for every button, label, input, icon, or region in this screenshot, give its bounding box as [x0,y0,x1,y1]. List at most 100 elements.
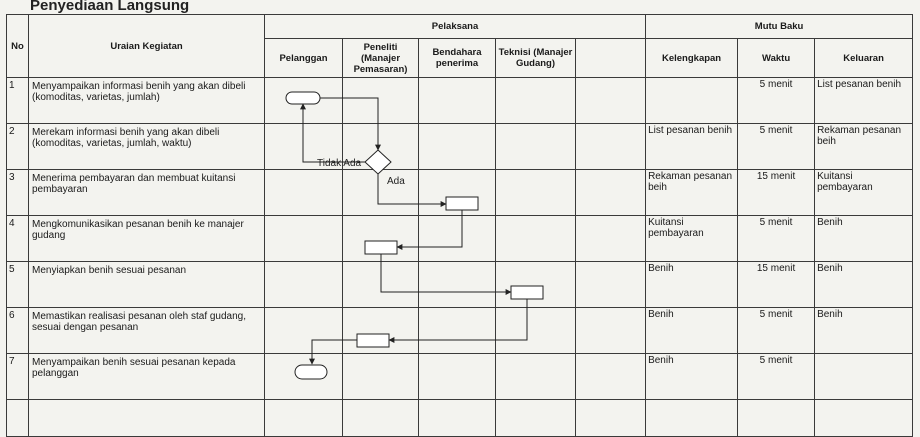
document-title: Penyediaan Langsung [30,0,190,14]
empty-cell [342,399,419,437]
lane-pelanggan [264,261,343,308]
row-keluaran: Benih [814,307,914,354]
lane-peneliti [342,261,419,308]
lane-blank [574,261,647,308]
row-no: 6 [6,307,29,354]
row-uraian: Memastikan realisasi pesanan oleh staf g… [28,307,265,354]
row-keluaran: Kuitansi pembayaran [814,169,914,216]
row-uraian: Merekam informasi benih yang akan dibeli… [28,123,265,170]
row-kelengkapan [645,77,739,124]
lane-peneliti [342,307,419,354]
lane-teknisi [495,123,576,170]
row-waktu: 5 menit [737,353,816,400]
header-row-2: Pelanggan Peneliti (Manajer Pemasaran) B… [7,38,914,78]
row-uraian: Menerima pembayaran dan membuat kuitansi… [28,169,265,216]
lane-bendahara [418,353,496,400]
row-keluaran: Rekaman pesanan beih [814,123,914,170]
header-peneliti: Peneliti (Manajer Pemasaran) [342,38,419,78]
lane-teknisi [495,215,576,262]
row-kelengkapan: Rekaman pesanan beih [645,169,739,216]
header-row-1: No Uraian Kegiatan Pelaksana Mutu Baku [6,14,914,78]
row-waktu: 5 menit [737,215,816,262]
empty-cell [737,399,816,437]
header-uraian: Uraian Kegiatan [28,14,265,78]
lane-peneliti [342,215,419,262]
lane-teknisi [495,261,576,308]
header-no: No [6,14,29,78]
row-kelengkapan: List pesanan benih [645,123,739,170]
lane-peneliti [342,353,419,400]
empty-cell [495,399,576,437]
lane-peneliti [342,123,419,170]
table-row-empty [6,399,914,437]
row-no: 2 [6,123,29,170]
row-no: 7 [6,353,29,400]
lane-teknisi [495,307,576,354]
header-pelanggan: Pelanggan [264,38,343,78]
row-kelengkapan: Benih [645,353,739,400]
row-waktu: 15 menit [737,261,816,308]
row-no: 4 [6,215,29,262]
row-uraian: Menyampaikan informasi benih yang akan d… [28,77,265,124]
lane-peneliti [342,169,419,216]
lane-bendahara [418,123,496,170]
header-teknisi: Teknisi (Manajer Gudang) [495,38,576,78]
lane-blank [574,353,647,400]
row-keluaran [814,353,914,400]
row-kelengkapan: Benih [645,307,739,354]
header-pelaksana: Pelaksana [263,14,647,39]
header-mutu-baku: Mutu Baku [645,14,914,39]
row-kelengkapan: Kuitansi pembayaran [645,215,739,262]
row-uraian: Menyampaikan benih sesuai pesanan kepada… [28,353,265,400]
row-uraian: Menyiapkan benih sesuai pesanan [28,261,265,308]
row-kelengkapan: Benih [645,261,739,308]
lane-pelanggan [264,77,343,124]
lane-peneliti [342,77,419,124]
row-uraian: Mengkomunikasikan pesanan benih ke manaj… [28,215,265,262]
lane-bendahara [418,261,496,308]
lane-pelanggan [264,123,343,170]
header-bendahara: Bendahara penerima [418,38,496,78]
lane-pelanggan [264,215,343,262]
row-waktu: 5 menit [737,77,816,124]
empty-cell [574,399,647,437]
row-keluaran: List pesanan benih [814,77,914,124]
lane-pelanggan [264,169,343,216]
empty-cell [264,399,343,437]
lane-teknisi [495,169,576,216]
sop-table: No Uraian Kegiatan Pelaksana Mutu Baku P… [6,14,914,437]
lane-pelanggan [264,353,343,400]
empty-cell [645,399,739,437]
lane-bendahara [418,77,496,124]
header-blank [574,38,647,78]
header-kelengkapan: Kelengkapan [645,38,739,78]
row-no: 3 [6,169,29,216]
row-waktu: 5 menit [737,307,816,354]
lane-blank [574,123,647,170]
row-no: 5 [6,261,29,308]
lane-bendahara [418,307,496,354]
empty-cell [6,399,29,437]
empty-cell [814,399,914,437]
lane-teknisi [495,353,576,400]
row-keluaran: Benih [814,215,914,262]
lane-bendahara [418,215,496,262]
row-no: 1 [6,77,29,124]
header-keluaran: Keluaran [814,38,914,78]
lane-teknisi [495,77,576,124]
row-keluaran: Benih [814,261,914,308]
empty-cell [418,399,496,437]
header-waktu: Waktu [737,38,816,78]
empty-cell [28,399,265,437]
lane-bendahara [418,169,496,216]
row-waktu: 5 menit [737,123,816,170]
row-waktu: 15 menit [737,169,816,216]
lane-blank [574,77,647,124]
